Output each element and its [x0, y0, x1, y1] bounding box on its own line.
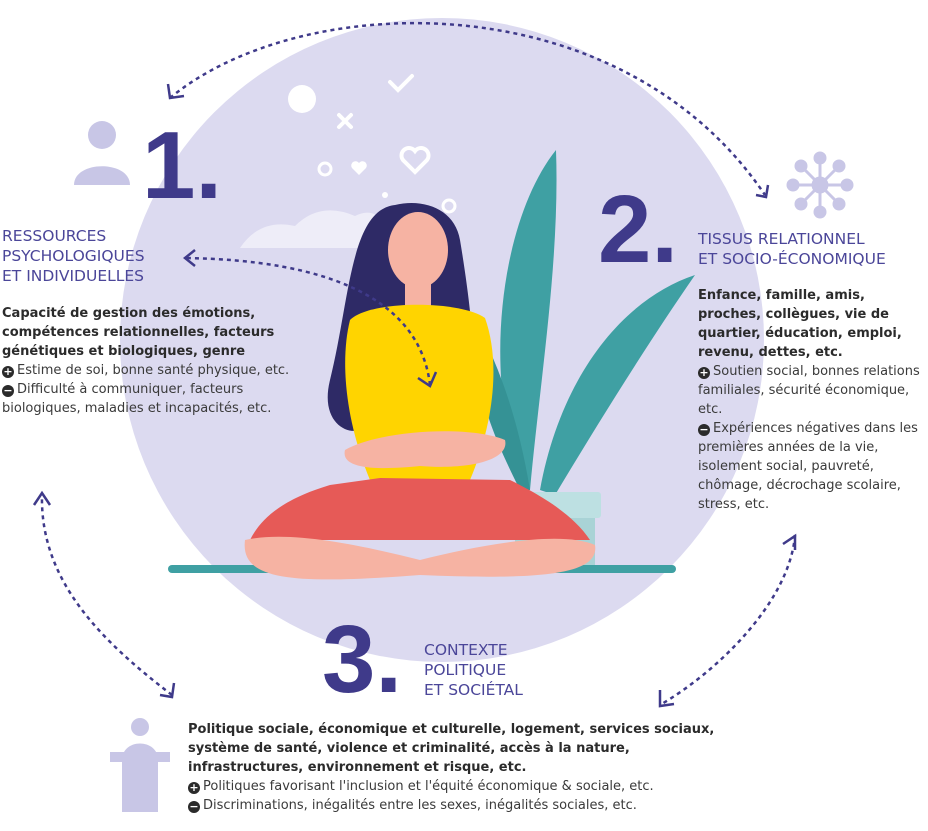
minus-icon: −: [698, 423, 710, 436]
plus-icon: +: [698, 366, 710, 379]
skirt: [250, 478, 590, 540]
title-line: Tissus relationnel: [698, 230, 865, 248]
plus-icon: +: [2, 365, 14, 378]
title-line: et individuelles: [2, 267, 145, 285]
section2-positive: +Soutien social, bonnes relations famili…: [698, 362, 928, 419]
check-icon: [388, 74, 414, 93]
cross-icon: [337, 113, 353, 129]
section3-description: Politique sociale, économique et culture…: [188, 722, 715, 775]
speaker-podium-icon: [110, 718, 170, 812]
legs: [244, 536, 596, 580]
small-heart-icon: [351, 161, 367, 175]
section2-negative: −Expériences négatives dans les première…: [698, 419, 928, 514]
section2-number: 2.: [598, 176, 679, 283]
section1-body: Capacité de gestion des émotions, compét…: [2, 304, 292, 418]
ring-icon: [317, 161, 333, 177]
dot: [382, 192, 388, 198]
minus-icon: −: [188, 800, 200, 813]
bubble-icon: [288, 85, 316, 113]
plant-leaf: [500, 150, 557, 490]
section2-description: Enfance, famille, amis, proches, collègu…: [698, 288, 902, 360]
positive-text: Politiques favorisant l'inclusion et l'é…: [203, 779, 654, 794]
section1-description: Capacité de gestion des émotions, compét…: [2, 306, 275, 359]
ring-icon: [441, 198, 457, 214]
negative-text: Discriminations, inégalités entre les se…: [203, 798, 637, 813]
section3-negative: −Discriminations, inégalités entre les s…: [188, 796, 718, 815]
plus-icon: +: [188, 781, 200, 794]
title-line: politique: [424, 661, 507, 679]
section1-number: 1.: [142, 112, 223, 219]
negative-text: Expériences négatives dans les premières…: [698, 421, 918, 512]
section2-title: Tissus relationnel et socio-économique: [698, 229, 886, 269]
section3-body: Politique sociale, économique et culture…: [188, 720, 718, 815]
network-icon: [786, 151, 854, 219]
title-line: Ressources: [2, 227, 107, 245]
arrow-heads: [32, 83, 797, 708]
title-line: Contexte: [424, 641, 508, 659]
positive-text: Estime de soi, bonne santé physique, etc…: [17, 363, 290, 378]
title-line: et sociétal: [424, 681, 523, 699]
title-line: et socio-économique: [698, 250, 886, 268]
cycle-arrows: [40, 21, 797, 707]
section3-title: Contexte politique et sociétal: [424, 640, 523, 700]
face: [388, 212, 448, 288]
section1-positive: +Estime de soi, bonne santé physique, et…: [2, 361, 292, 380]
section1-title: Ressources psychologiques et individuell…: [2, 226, 145, 286]
negative-text: Difficulté à communiquer, facteurs biolo…: [2, 382, 272, 416]
plant-leaf: [540, 275, 695, 495]
section3-positive: +Politiques favorisant l'inclusion et l'…: [188, 777, 718, 796]
section2-body: Enfance, famille, amis, proches, collègu…: [698, 286, 928, 514]
section3-number: 3.: [322, 606, 403, 713]
cloud: [240, 210, 390, 248]
arms: [344, 431, 506, 469]
title-line: psychologiques: [2, 247, 145, 265]
minus-icon: −: [2, 384, 14, 397]
section1-negative: −Difficulté à communiquer, facteurs biol…: [2, 380, 292, 418]
positive-text: Soutien social, bonnes relations familia…: [698, 364, 920, 417]
person-icon: [74, 121, 130, 185]
heart-icon: [399, 146, 431, 175]
